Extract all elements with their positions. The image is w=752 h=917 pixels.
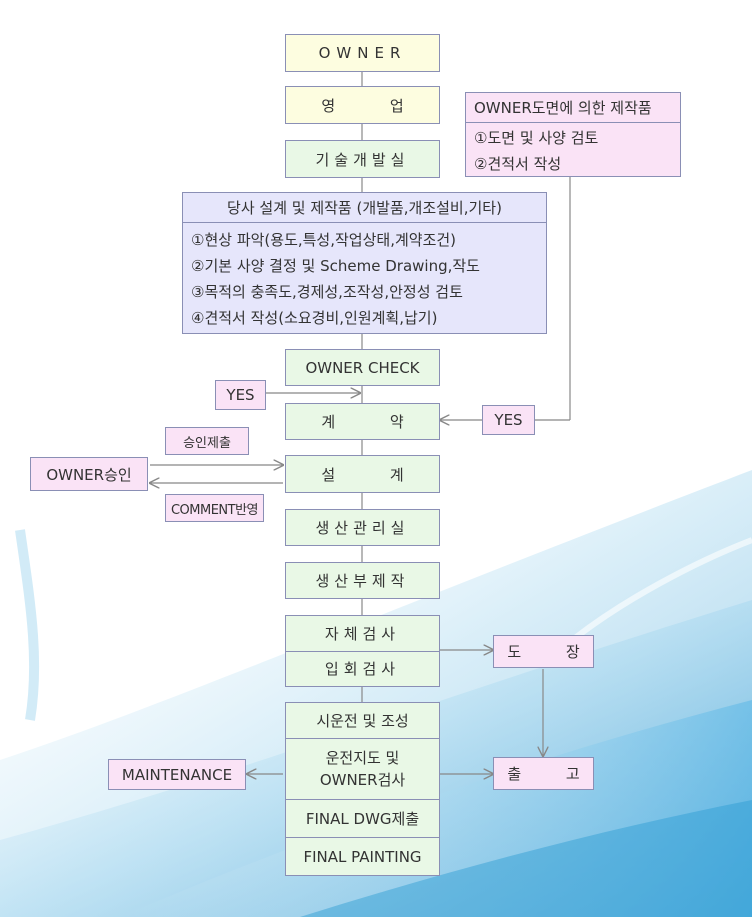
- design-scope-item: ①현상 파악(용도,특성,작업상태,계약조건): [191, 231, 457, 249]
- final-stage-box: 시운전 및 조성 운전지도 및 OWNER검사 FINAL DWG제출 FINA…: [285, 702, 440, 876]
- owner-drawing-title: OWNER도면에 의한 제작품: [466, 93, 680, 123]
- operation-guidance: 운전지도 및 OWNER검사: [286, 739, 439, 801]
- parts-production-box: 생산부제작: [285, 562, 440, 599]
- witness-inspection: 입회검사: [324, 660, 401, 679]
- owner-drawing-item: ②견적서 작성: [474, 155, 562, 173]
- yes-left-box: YES: [215, 380, 266, 410]
- painting-box: 도 장: [493, 635, 594, 668]
- rnd-box: 기술개발실: [285, 140, 440, 178]
- owner-check-box: OWNER CHECK: [285, 349, 440, 386]
- design-scope-title: 당사 설계 및 제작품 (개발품,개조설비,기타): [183, 193, 546, 223]
- owner-box: OWNER: [285, 34, 440, 72]
- shipping-box: 출 고: [493, 757, 594, 790]
- design-scope-item: ④견적서 작성(소요경비,인원계획,납기): [191, 309, 438, 327]
- final-painting: FINAL PAINTING: [303, 847, 422, 866]
- contract-box: 계 약: [285, 403, 440, 440]
- approval-submit-box: 승인제출: [165, 427, 249, 455]
- self-inspection: 자체검사: [286, 616, 439, 652]
- design-scope-item: ②기본 사양 결정 및 Scheme Drawing,작도: [191, 257, 480, 275]
- final-dwg: FINAL DWG제출: [286, 800, 439, 839]
- owner-approval-box: OWNER승인: [30, 457, 148, 491]
- design-scope-item: ③목적의 충족도,경제성,조작성,안정성 검토: [191, 283, 463, 301]
- sales-box: 영 업: [285, 86, 440, 124]
- yes-right-box: YES: [482, 405, 535, 435]
- production-mgmt-box: 생산관리실: [285, 509, 440, 546]
- design-box: 설 계: [285, 455, 440, 493]
- owner-drawing-item: ①도면 및 사양 검토: [474, 129, 599, 147]
- test-run: 시운전 및 조성: [286, 703, 439, 739]
- design-scope-box: 당사 설계 및 제작품 (개발품,개조설비,기타) ①현상 파악(용도,특성,작…: [182, 192, 547, 334]
- inspection-box: 자체검사 입회검사: [285, 615, 440, 687]
- owner-drawing-box: OWNER도면에 의한 제작품 ①도면 및 사양 검토 ②견적서 작성: [465, 92, 681, 177]
- maintenance-box: MAINTENANCE: [108, 759, 246, 790]
- comment-reflect-box: COMMENT반영: [165, 494, 264, 522]
